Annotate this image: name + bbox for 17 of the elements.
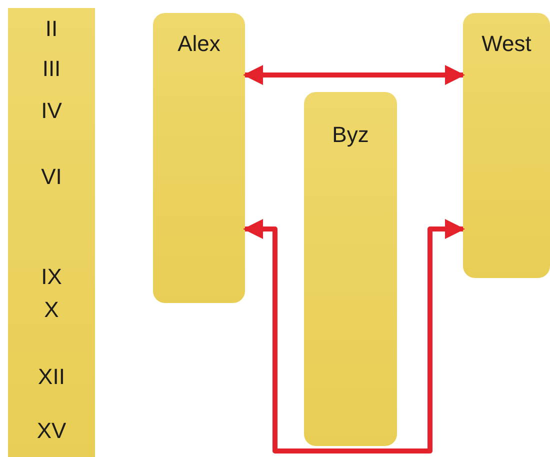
century-label: III [41,58,62,80]
region-box [153,13,245,303]
century-label: IX [40,266,63,288]
double-arrow [243,219,465,454]
region-label: West [480,33,532,55]
century-label: X [43,299,60,321]
double-arrow [243,65,465,85]
century-label: VI [40,166,63,188]
century-label: XII [37,366,66,388]
timeline-band [8,8,95,457]
region-label: Alex [176,33,222,55]
century-label: II [44,18,59,40]
century-label: XV [36,420,68,442]
region-label: Byz [331,124,370,146]
region-box [304,92,397,446]
region-box [463,13,550,278]
century-label: IV [40,100,63,122]
